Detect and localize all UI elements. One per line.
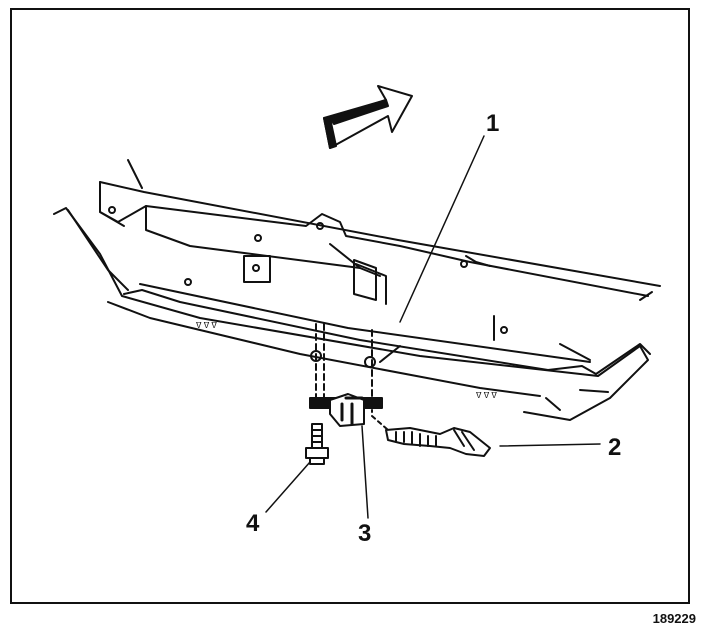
direction-arrow — [323, 85, 413, 149]
bumper: ᐁ ᐁ ᐁ ᐁ ᐁ ᐁ — [53, 207, 651, 421]
diagram-frame — [10, 8, 690, 604]
svg-text:ᐁ ᐁ ᐁ: ᐁ ᐁ ᐁ — [196, 321, 217, 330]
svg-text:ᐁ ᐁ ᐁ: ᐁ ᐁ ᐁ — [476, 391, 497, 400]
callout-4: 4 — [246, 510, 260, 537]
wiring-harness — [371, 415, 491, 457]
frame-rail — [99, 159, 661, 334]
bolt — [305, 423, 329, 465]
callout-1: 1 — [486, 110, 500, 137]
figure-number: 189229 — [652, 611, 696, 626]
bracket-clamp — [309, 393, 383, 427]
callout-3: 3 — [358, 520, 372, 547]
callout-leaders — [265, 135, 601, 519]
center-bracket — [243, 255, 377, 301]
callout-2: 2 — [608, 434, 622, 461]
mounting-studs — [310, 323, 376, 413]
